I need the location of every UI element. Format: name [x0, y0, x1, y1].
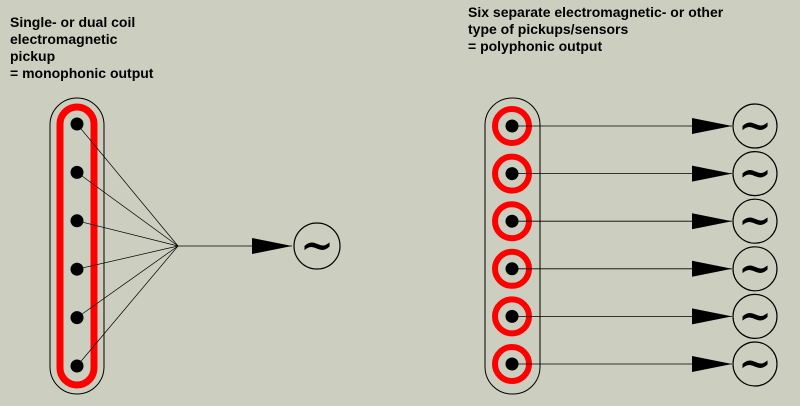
- poly-caption-line: type of pickups/sensors: [468, 21, 629, 37]
- pole-piece: [505, 357, 519, 371]
- output-circle: [732, 246, 778, 292]
- pole-piece: [505, 214, 519, 228]
- sine-wave-icon: ~: [732, 340, 778, 387]
- sine-wave-icon: ~: [293, 222, 341, 270]
- pole-piece: [70, 311, 84, 325]
- mono-caption-line: Single- or dual coil: [10, 14, 136, 30]
- output-circle: [732, 151, 778, 197]
- output-circle: [732, 341, 778, 387]
- sine-wave-icon: ~: [732, 150, 778, 197]
- output-circle: [732, 198, 778, 244]
- pole-piece: [70, 262, 84, 276]
- pole-piece: [505, 309, 519, 323]
- pole-piece: [505, 119, 519, 133]
- coil-winding: [56, 103, 98, 389]
- arrow-head: [692, 356, 732, 372]
- pole-piece: [505, 262, 519, 276]
- arrow-head: [692, 165, 732, 182]
- mono-caption-line: pickup: [10, 48, 56, 64]
- mono-caption-line: electromagnetic: [10, 31, 118, 47]
- pole-piece: [70, 214, 84, 228]
- output-symbol: ~: [300, 222, 334, 269]
- arrow-head: [692, 308, 732, 325]
- sine-wave-icon: ~: [732, 245, 778, 292]
- sine-wave-icon: ~: [732, 197, 778, 244]
- sine-wave-icon: ~: [732, 102, 778, 149]
- output-symbol: ~: [738, 102, 772, 149]
- arrow-head: [692, 213, 732, 230]
- output-circle: [293, 222, 341, 270]
- signal-line: [76, 220, 179, 247]
- output-symbol: ~: [738, 245, 772, 292]
- pickup-housing: [49, 97, 105, 395]
- arrow-head: [252, 238, 292, 254]
- signal-line: [76, 172, 179, 247]
- signal-line: [76, 245, 179, 318]
- output-symbol: ~: [738, 150, 772, 197]
- poly-caption-line: = polyphonic output: [468, 38, 603, 54]
- output-symbol: ~: [738, 340, 772, 387]
- signal-line: [76, 123, 179, 247]
- mono-caption-line: = monophonic output: [10, 65, 154, 81]
- pole-piece: [70, 117, 84, 131]
- pole-piece: [505, 167, 519, 181]
- mono-caption: Single- or dual coil electromagnetic pic…: [10, 14, 153, 82]
- signal-line: [76, 245, 179, 367]
- pole-piece: [70, 165, 84, 179]
- sine-wave-icon: ~: [732, 292, 778, 339]
- poly-caption: Six separate electromagnetic- or other t…: [468, 4, 723, 55]
- output-symbol: ~: [738, 292, 772, 339]
- output-circle: [732, 103, 778, 149]
- pole-piece: [70, 359, 84, 373]
- signal-line: [76, 245, 179, 270]
- arrow-head: [692, 118, 732, 134]
- output-circle: [732, 293, 778, 339]
- arrow-head: [692, 260, 732, 277]
- poly-caption-line: Six separate electromagnetic- or other: [468, 4, 724, 20]
- output-symbol: ~: [738, 197, 772, 244]
- pickup-housing: [484, 97, 541, 395]
